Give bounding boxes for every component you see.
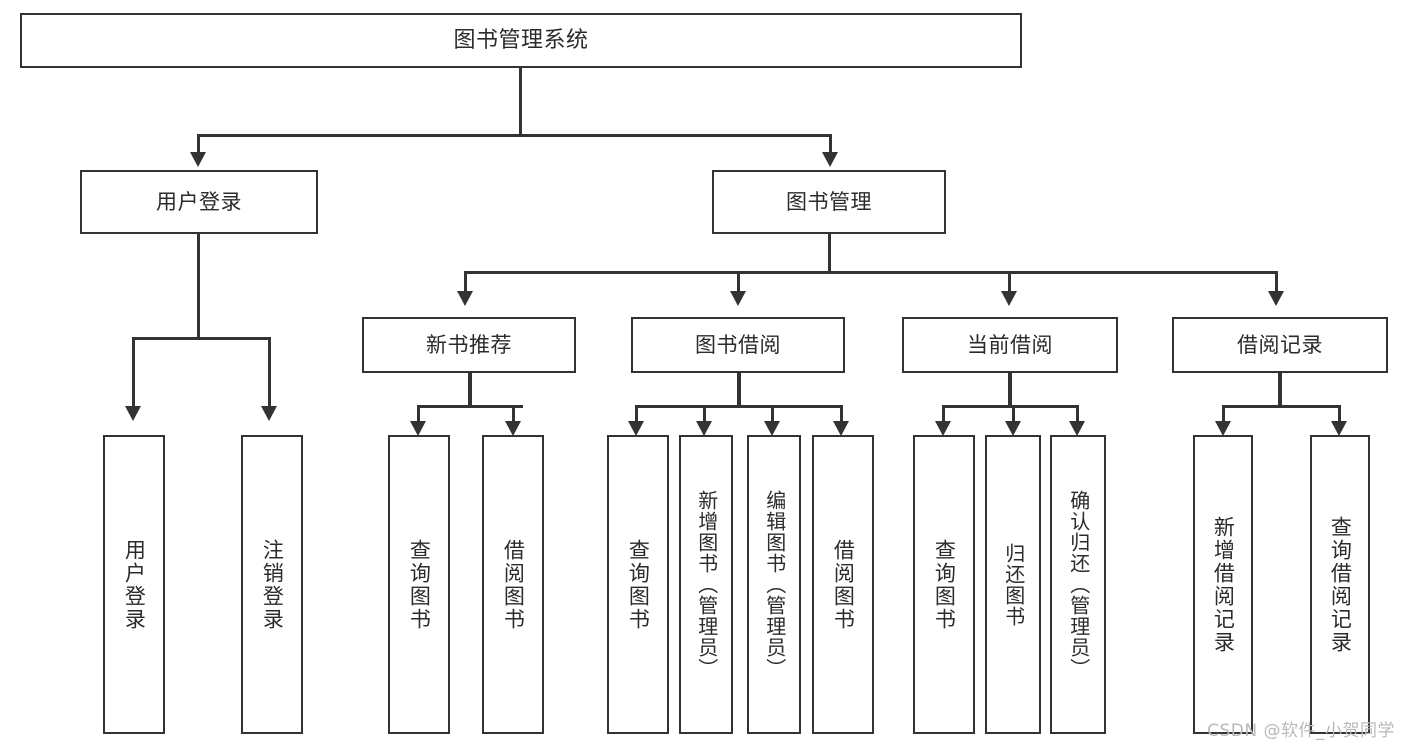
node-leaf-logout[interactable]: 注销登录 [241,435,303,734]
node-leaf-query-book-2[interactable]: 查询图书 [607,435,669,734]
arrowhead-leaf-return-book [1005,421,1021,436]
connector-user-login-bar [132,337,271,340]
arrowhead-leaf-query-book-3 [935,421,951,436]
node-label: 借阅记录 [1237,332,1323,357]
connector-book-borrow-bar [635,405,843,408]
node-label: 查询借阅记录 [1328,515,1353,654]
connector-leaf-query-record [1338,405,1341,425]
arrowhead-leaf-borrow-book-1 [505,421,521,436]
arrowhead-book-management [822,152,838,167]
connector-leaf-query-book-3 [942,405,945,425]
connector-to-current-borrow [1008,271,1011,293]
node-leaf-query-book-1[interactable]: 查询图书 [388,435,450,734]
node-label: 用户登录 [156,189,242,214]
node-leaf-add-book[interactable]: 新增图书（管理员） [679,435,733,734]
connector-borrow-record-stem [1278,373,1282,408]
arrowhead-leaf-add-record [1215,421,1231,436]
node-label: 借阅图书 [831,538,856,631]
node-leaf-add-record[interactable]: 新增借阅记录 [1193,435,1253,734]
connector-leaf-borrow-book-1 [512,405,515,425]
connector-current-borrow-stem [1008,373,1012,408]
node-leaf-edit-book[interactable]: 编辑图书（管理员） [747,435,801,734]
connector-leaf-edit-book [771,405,774,425]
node-label: 查询图书 [932,538,957,631]
connector-borrow-record-bar [1222,405,1341,408]
node-label: 图书借阅 [695,332,781,357]
node-user-login[interactable]: 用户登录 [80,170,318,234]
node-book-management-system[interactable]: 图书管理系统 [20,13,1022,68]
arrowhead-current-borrow [1001,291,1017,306]
node-leaf-borrow-book-2[interactable]: 借阅图书 [812,435,874,734]
node-book-management[interactable]: 图书管理 [712,170,946,234]
connector-to-book-management [829,134,832,154]
node-label: 查询图书 [626,538,651,631]
connector-book-borrow-stem [737,373,741,408]
node-label: 新增借阅记录 [1211,515,1236,654]
node-leaf-confirm-return[interactable]: 确认归还（管理员） [1050,435,1106,734]
node-leaf-query-book-3[interactable]: 查询图书 [913,435,975,734]
node-book-borrow[interactable]: 图书借阅 [631,317,845,373]
connector-root-stem [519,68,522,135]
node-leaf-borrow-book-1[interactable]: 借阅图书 [482,435,544,734]
connector-to-user-login [197,134,200,154]
node-current-borrow[interactable]: 当前借阅 [902,317,1118,373]
connector-to-borrow-record [1275,271,1278,293]
connector-level1-bar [197,134,832,137]
connector-leaf-add-book [703,405,706,425]
connector-level2-bar [464,271,1278,274]
connector-to-book-borrow [737,271,740,293]
node-label: 图书管理系统 [453,27,589,53]
node-leaf-query-record[interactable]: 查询借阅记录 [1310,435,1370,734]
node-label: 当前借阅 [967,332,1053,357]
connector-book-management-stem [828,234,831,274]
node-label: 用户登录 [122,538,147,631]
node-label: 注销登录 [260,538,285,631]
arrowhead-leaf-add-book [696,421,712,436]
node-new-book-recommend[interactable]: 新书推荐 [362,317,576,373]
node-borrow-record[interactable]: 借阅记录 [1172,317,1388,373]
connector-leaf-borrow-book-2 [840,405,843,425]
arrowhead-new-book-recommend [457,291,473,306]
arrowhead-leaf-confirm-return [1069,421,1085,436]
connector-new-book-bar [417,405,523,408]
node-leaf-return-book[interactable]: 归还图书 [985,435,1041,734]
node-label: 图书管理 [786,189,872,214]
connector-leaf-return-book [1012,405,1015,425]
arrowhead-leaf-logout [261,406,277,421]
connector-leaf-query-book-1 [417,405,420,425]
node-label: 查询图书 [407,538,432,631]
connector-user-login-stem [197,234,200,340]
connector-leaf-add-record [1222,405,1225,425]
arrowhead-user-login [190,152,206,167]
connector-leaf-query-book-2 [635,405,638,425]
node-label: 新书推荐 [426,332,512,357]
connector-leaf-user-login [132,337,135,408]
arrowhead-leaf-borrow-book-2 [833,421,849,436]
connector-new-book-stem [468,373,472,408]
arrowhead-borrow-record [1268,291,1284,306]
node-label: 新增图书（管理员） [694,490,719,679]
node-label: 归还图书 [1001,542,1026,627]
node-label: 编辑图书（管理员） [762,490,787,679]
connector-leaf-confirm-return [1076,405,1079,425]
node-leaf-user-login[interactable]: 用户登录 [103,435,165,734]
connector-leaf-logout [268,337,271,408]
arrowhead-leaf-query-book-1 [410,421,426,436]
node-label: 确认归还（管理员） [1066,490,1091,679]
connector-current-borrow-bar [942,405,1076,408]
arrowhead-leaf-query-book-2 [628,421,644,436]
arrowhead-book-borrow [730,291,746,306]
arrowhead-leaf-user-login [125,406,141,421]
connector-to-new-book [464,271,467,293]
node-label: 借阅图书 [501,538,526,631]
arrowhead-leaf-edit-book [764,421,780,436]
arrowhead-leaf-query-record [1331,421,1347,436]
